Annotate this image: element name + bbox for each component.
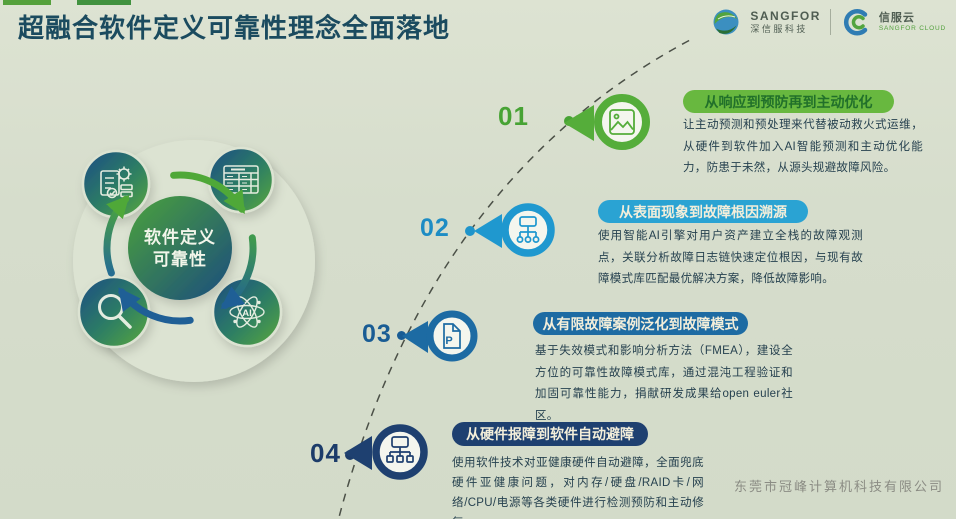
logo-divider — [829, 9, 831, 35]
sangfor-logo-subtitle: 深信服科技 — [750, 23, 808, 34]
step3-number: 03 — [362, 320, 392, 348]
cycle-arrow-left — [103, 195, 130, 277]
sangfor-logo-text: SANGFOR 深信服科技 — [750, 8, 821, 34]
cycle-arrow-bottom — [118, 287, 194, 325]
step1-number: 01 — [498, 101, 529, 131]
cycle-arrow-right — [220, 234, 257, 309]
cloud-logo-name: 信服云 — [878, 11, 915, 24]
step3-timeline-dot — [397, 331, 406, 340]
reliability-cycle-diagram: AI 软件定义 可靠性 — [73, 140, 315, 382]
cycle-arrows — [103, 171, 257, 325]
step2-title-pill: 从表面现象到故障根因溯源 — [598, 200, 808, 223]
sangfor-cloud-icon — [843, 9, 868, 36]
step3-pin: P — [402, 310, 478, 362]
document-p-icon: P — [443, 323, 461, 349]
company-watermark: 东莞市冠峰计算机科技有限公司 — [734, 479, 945, 494]
ai-atom-label: AI — [242, 308, 252, 319]
center-label-line1: 软件定义 — [144, 227, 216, 247]
step1-pin — [564, 94, 650, 150]
step2-timeline-dot — [465, 226, 475, 236]
flowchart-icon — [516, 216, 540, 243]
center-circle — [128, 196, 232, 300]
top-accent-bar-1 — [3, 0, 51, 5]
cloud-logo-subtitle: SANGFOR CLOUD — [878, 24, 946, 32]
sangfor-globe-icon — [713, 9, 739, 35]
step2-pin — [474, 203, 555, 257]
cloud-logo-text: 信服云 SANGFOR CLOUD — [879, 12, 946, 32]
step3-description: 基于失效模式和影响分析方法（FMEA），建设全方位的可靠性故障模式库，通过混沌工… — [535, 345, 793, 422]
cycle-arrow-top — [170, 171, 246, 215]
top-accent-bar-2 — [77, 0, 131, 5]
step4-title-pill: 从硬件报障到软件自动避障 — [452, 422, 648, 446]
logo-group: SANGFOR 深信服科技 信服云 SANGFOR CLOUD — [711, 7, 946, 37]
step4-description: 使用软件技术对亚健康硬件自动避障，全面兜底硬件亚健康问题，对内存/硬盘/RAID… — [452, 457, 704, 519]
step2-description: 使用智能AI引擎对用户资产建立全栈的故障观测点，关联分析故障日志链快速定位根因，… — [598, 230, 863, 285]
document-p-letter: P — [445, 335, 452, 347]
page-title: 超融合软件定义可靠性理念全面落地 — [18, 13, 451, 43]
doc-gear-icon — [81, 149, 151, 219]
sangfor-logo-name: SANGFOR — [750, 8, 821, 23]
hierarchy-icon — [386, 436, 414, 463]
step3-title-pill: 从有限故障案例泛化到故障模式 — [533, 312, 748, 335]
step2-number: 02 — [420, 214, 450, 242]
center-label-line2: 可靠性 — [153, 249, 207, 269]
step1-description: 让主动预测和预处理来代替被动救火式运维，从硬件到软件加入AI智能预测和主动优化能… — [683, 119, 923, 174]
step1-title-pill: 从响应到预防再到主动优化 — [683, 90, 894, 113]
ai-atom-icon: AI — [211, 276, 283, 348]
image-icon — [609, 109, 635, 135]
step4-pin — [344, 424, 428, 480]
step4-number: 04 — [310, 438, 341, 468]
